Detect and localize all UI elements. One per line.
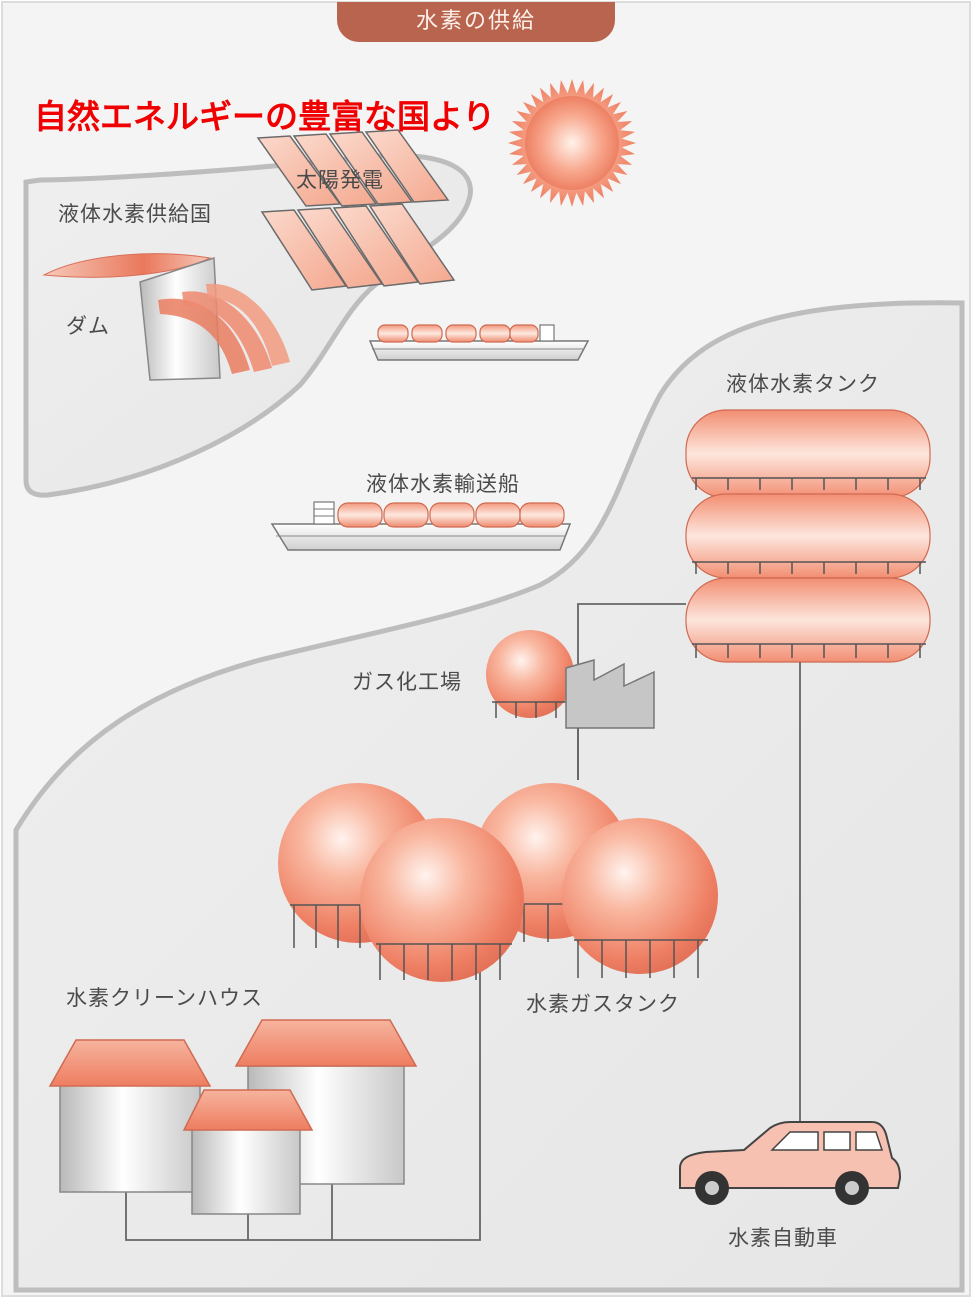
lh2-ship-large [270,501,572,551]
label-h2-gas-tank: 水素ガスタンク [526,992,680,1016]
lh2-tank-stack [685,409,931,663]
lh2-ship-small [368,324,590,361]
label-solar-power: 太陽発電 [296,168,384,192]
solar-panel-array [256,129,456,291]
gasification-plant [486,630,655,780]
h2-car-icon [679,1121,902,1205]
label-gasification-plant: ガス化工場 [352,670,462,694]
label-dam: ダム [66,314,110,338]
diagram-title: 水素の供給 [337,2,615,42]
dam-illustration [42,253,290,381]
clean-houses [48,1019,418,1215]
label-h2-car: 水素自動車 [728,1226,838,1250]
label-supplier-country: 液体水素供給国 [58,202,212,226]
sun-icon [508,79,636,207]
headline-text: 自然エネルギーの豊富な国より [34,97,496,136]
h2-gas-tanks [278,783,718,982]
label-lh2-tank: 液体水素タンク [726,372,880,396]
label-lh2-carrier: 液体水素輸送船 [366,472,520,496]
label-clean-house: 水素クリーンハウス [66,986,263,1010]
